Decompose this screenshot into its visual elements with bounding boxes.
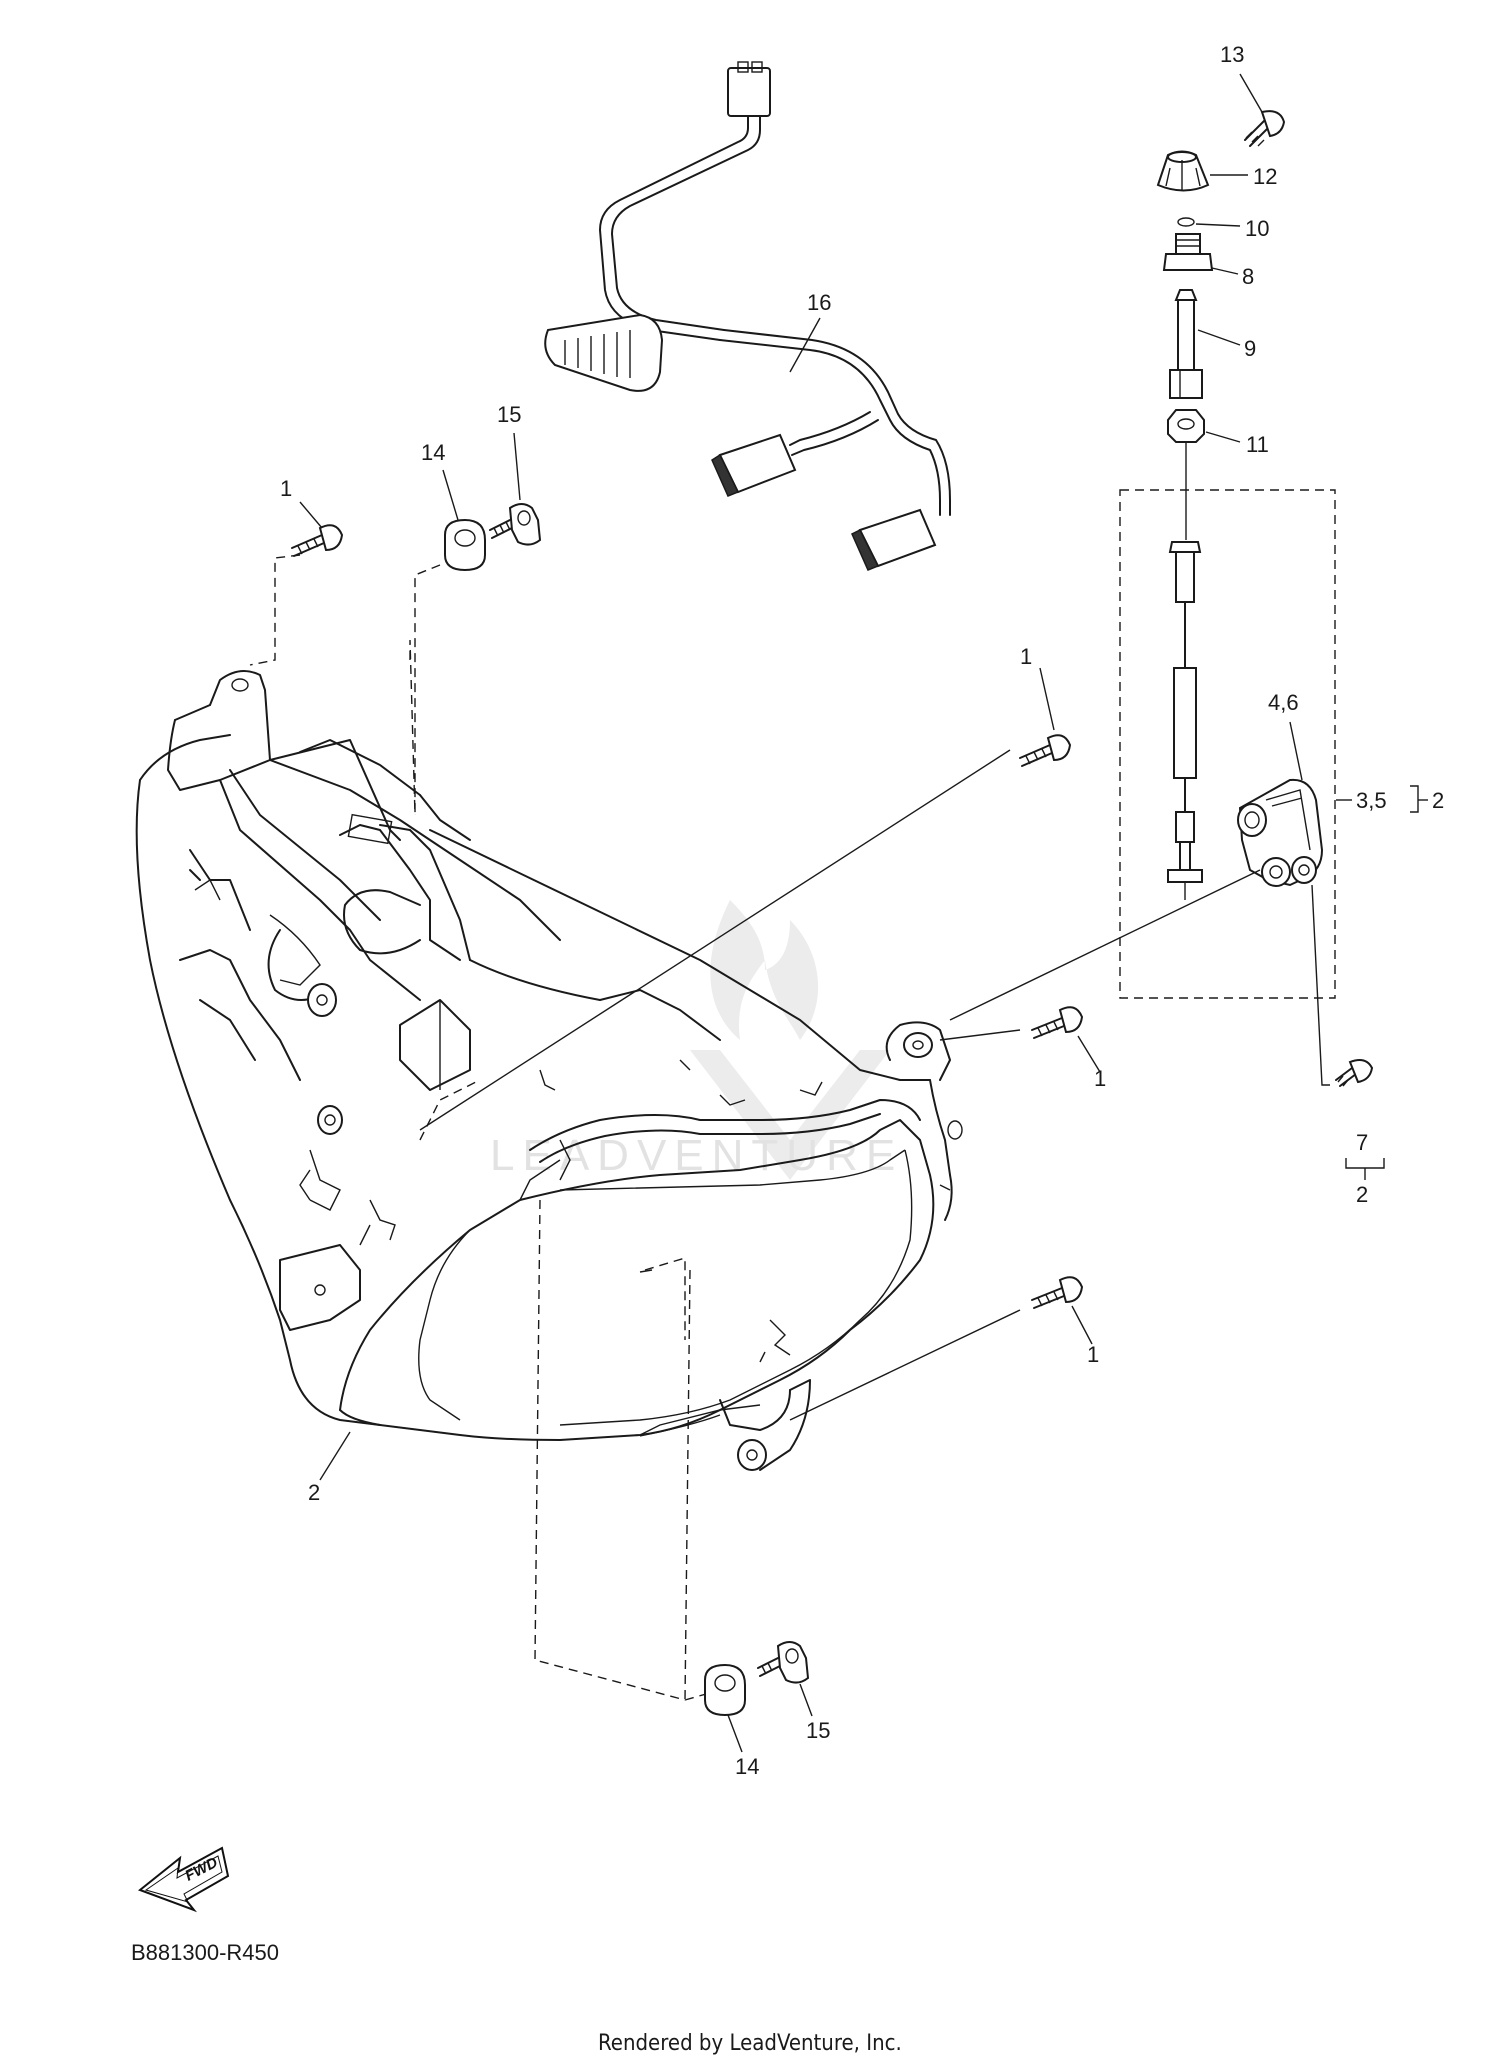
dash-vertical	[409, 639, 416, 816]
callout-14-bottom: 14	[735, 1754, 759, 1779]
callout-1-lower: 1	[1087, 1342, 1099, 1367]
leader-bracket-headlight	[949, 869, 1261, 1021]
dash-line-screw1	[249, 554, 301, 666]
callout-4-6: 4,6	[1268, 690, 1299, 715]
sub-assembly-box	[1119, 489, 1336, 999]
leader-bracket-screw	[1311, 884, 1330, 1086]
leader-1-right	[1077, 1035, 1101, 1073]
dash-line-grommet	[414, 564, 441, 815]
watermark-text: LEADVENTURE	[490, 1131, 903, 1180]
callout-16: 16	[807, 290, 831, 315]
o-ring-10	[1177, 217, 1195, 227]
leader-screw1-right	[939, 1029, 1021, 1041]
screw-13	[1244, 110, 1286, 147]
callout-2-sub: 2	[1356, 1182, 1368, 1207]
adjuster-rod-3-5	[1167, 541, 1203, 883]
collar-15-bottom	[757, 1641, 810, 1684]
screw-1-mid	[1019, 734, 1072, 767]
callout-2-main: 2	[308, 1480, 320, 1505]
grommet-14-bottom	[704, 1663, 746, 1717]
adjuster-8	[1162, 233, 1214, 271]
screw-1-right	[1031, 1006, 1084, 1039]
leader-10	[1195, 223, 1241, 227]
callout-labels: 13 12 10 8 9 11 16 15 14 1 1 4,6 3,5 2 1…	[280, 42, 1444, 1779]
callout-1-top-left: 1	[280, 476, 292, 501]
watermark-logo-icon	[690, 900, 890, 1180]
leader-1-mid	[1039, 667, 1055, 731]
callout-7: 7	[1356, 1130, 1368, 1155]
cap-12	[1156, 150, 1210, 192]
leader-14-top	[442, 469, 459, 521]
leader-1-lower	[1071, 1305, 1093, 1345]
wire-harness-16	[544, 61, 951, 571]
callout-9: 9	[1244, 336, 1256, 361]
leader-2-main	[319, 1431, 351, 1481]
leader-14-bottom	[727, 1714, 743, 1753]
callout-8: 8	[1242, 264, 1254, 289]
nut-11	[1167, 409, 1205, 443]
screw-1-lower	[1031, 1276, 1084, 1309]
grommet-14-top	[444, 518, 486, 572]
callout-14-top: 14	[421, 440, 445, 465]
leader-9	[1197, 329, 1241, 346]
callout-2-bracket: 2	[1432, 788, 1444, 813]
leader-1-top-left	[299, 501, 323, 529]
leader-11	[1205, 431, 1241, 443]
callout-13: 13	[1220, 42, 1244, 67]
leader-screw1-lower	[789, 1309, 1021, 1421]
dash-bottom-right	[684, 1269, 691, 1701]
dash-bottom-left	[534, 1199, 686, 1701]
screw-1-top-left	[291, 524, 344, 557]
callout-1-right: 1	[1094, 1066, 1106, 1091]
callout-15-bottom: 15	[806, 1718, 830, 1743]
callout-1-mid: 1	[1020, 644, 1032, 669]
reference-bracket-7	[1345, 1158, 1385, 1180]
diagram-code: B881300-R450	[131, 1940, 279, 1965]
bracket-4-6	[1237, 778, 1324, 887]
screw-7	[1335, 1059, 1374, 1087]
leader-13	[1239, 73, 1263, 113]
headlight-assembly-2	[135, 670, 963, 1471]
reference-bracket	[1336, 785, 1428, 813]
leader-4-6	[1289, 721, 1303, 781]
leader-16	[789, 317, 821, 373]
leader-15-bottom	[799, 1683, 813, 1717]
shaft-9	[1169, 289, 1203, 399]
callout-12: 12	[1253, 164, 1277, 189]
callout-11: 11	[1246, 432, 1269, 457]
callout-10: 10	[1245, 216, 1269, 241]
fwd-arrow-icon	[137, 1846, 230, 1913]
collar-15-top	[489, 503, 542, 546]
callout-15-top: 15	[497, 402, 521, 427]
footer-credit: Rendered by LeadVenture, Inc.	[598, 2031, 902, 2056]
leader-15-top	[513, 432, 521, 501]
callout-3-5: 3,5	[1356, 788, 1387, 813]
leader-8	[1211, 267, 1239, 275]
leader-screw1-mid	[419, 749, 1011, 1131]
